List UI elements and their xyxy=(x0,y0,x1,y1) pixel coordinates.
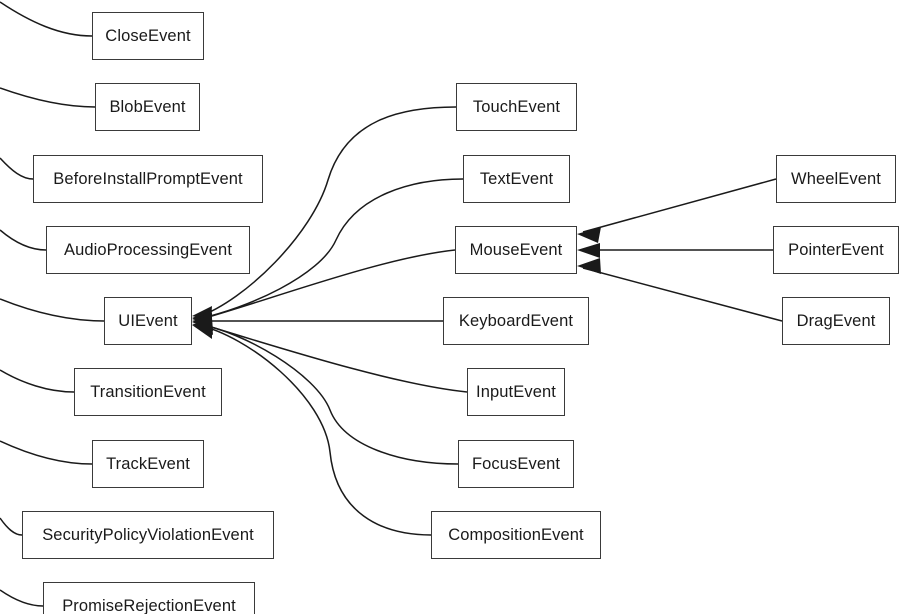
node-label: TouchEvent xyxy=(472,97,561,116)
node-wheelevent[interactable]: WheelEvent xyxy=(776,155,896,203)
node-blobevent[interactable]: BlobEvent xyxy=(95,83,200,131)
node-label: DragEvent xyxy=(796,311,876,330)
node-label: SecurityPolicyViolationEvent xyxy=(42,525,254,544)
node-touchevent[interactable]: TouchEvent xyxy=(456,83,577,131)
node-label: TrackEvent xyxy=(106,454,190,473)
node-label: AudioProcessingEvent xyxy=(63,240,232,259)
node-label: InputEvent xyxy=(476,382,556,401)
node-pointerevent[interactable]: PointerEvent xyxy=(773,226,899,274)
node-label: CloseEvent xyxy=(105,26,191,45)
node-label: BlobEvent xyxy=(109,97,186,116)
node-label: WheelEvent xyxy=(791,169,881,188)
node-trackevent[interactable]: TrackEvent xyxy=(92,440,204,488)
node-label: PromiseRejectionEvent xyxy=(62,596,236,614)
node-beforeinstallpromptevent[interactable]: BeforeInstallPromptEvent xyxy=(33,155,263,203)
node-compositionevent[interactable]: CompositionEvent xyxy=(431,511,601,559)
node-textevent[interactable]: TextEvent xyxy=(463,155,570,203)
node-label: TransitionEvent xyxy=(90,382,206,401)
node-securitypolicyviolationevent[interactable]: SecurityPolicyViolationEvent xyxy=(22,511,274,559)
node-promiserejectionevent[interactable]: PromiseRejectionEvent xyxy=(43,582,255,614)
node-transitionevent[interactable]: TransitionEvent xyxy=(74,368,222,416)
node-label: TextEvent xyxy=(479,169,554,188)
node-label: PointerEvent xyxy=(788,240,884,259)
node-inputevent[interactable]: InputEvent xyxy=(467,368,565,416)
node-dragevent[interactable]: DragEvent xyxy=(782,297,890,345)
node-label: KeyboardEvent xyxy=(458,311,574,330)
node-focusevent[interactable]: FocusEvent xyxy=(458,440,574,488)
node-mouseevent[interactable]: MouseEvent xyxy=(455,226,577,274)
node-keyboardevent[interactable]: KeyboardEvent xyxy=(443,297,589,345)
node-uievent[interactable]: UIEvent xyxy=(104,297,192,345)
node-label: CompositionEvent xyxy=(448,525,584,544)
node-label: UIEvent xyxy=(118,311,178,330)
node-audioprocessingevent[interactable]: AudioProcessingEvent xyxy=(46,226,250,274)
node-label: FocusEvent xyxy=(471,454,561,473)
node-closeevent[interactable]: CloseEvent xyxy=(92,12,204,60)
node-label: BeforeInstallPromptEvent xyxy=(53,169,243,188)
node-label: MouseEvent xyxy=(469,240,563,259)
